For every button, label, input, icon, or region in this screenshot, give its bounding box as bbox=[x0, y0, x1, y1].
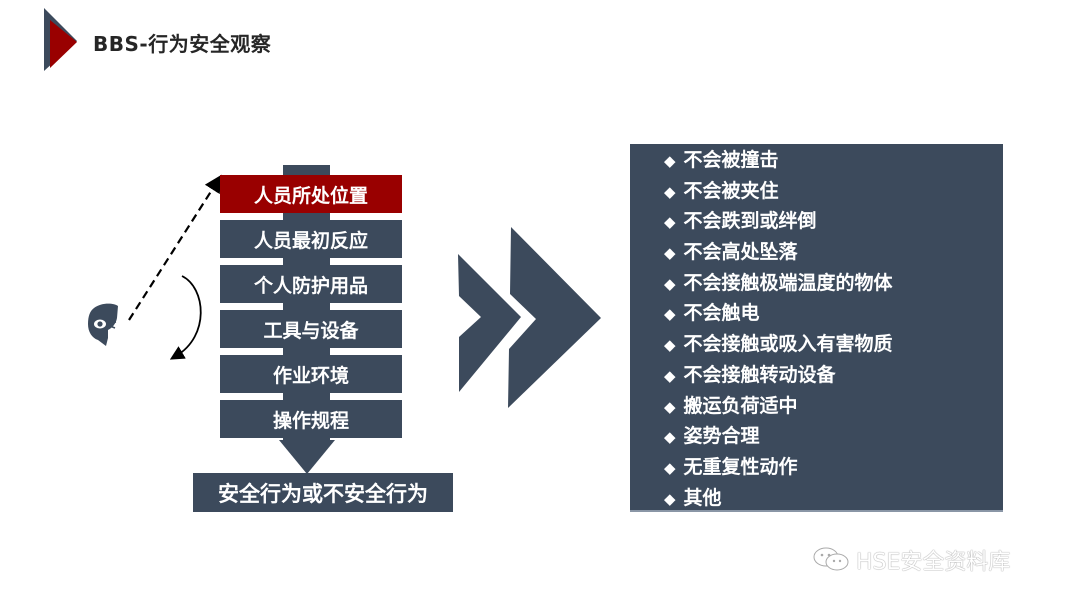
flow-step-tools: 工具与设备 bbox=[220, 310, 402, 348]
observer-eye-head-icon bbox=[88, 303, 118, 346]
checklist-item: ◆不会高处坠落 bbox=[664, 241, 798, 264]
checklist-item: ◆不会跌到或绊倒 bbox=[664, 210, 817, 233]
checklist-item: ◆不会触电 bbox=[664, 302, 760, 325]
flow-step-reaction: 人员最初反应 bbox=[220, 220, 402, 258]
double-chevron-icon bbox=[458, 227, 601, 408]
checklist-item: ◆姿势合理 bbox=[664, 425, 760, 448]
checklist-item: ◆其他 bbox=[664, 486, 722, 509]
flow-step-environment: 作业环境 bbox=[220, 355, 402, 393]
gaze-dashed-arrow bbox=[128, 174, 222, 321]
diamond-bullet-icon: ◆ bbox=[664, 244, 676, 263]
checklist-item: ◆不会接触或吸入有害物质 bbox=[664, 333, 893, 356]
diamond-bullet-icon: ◆ bbox=[664, 182, 676, 201]
watermark: HSE安全资料库 bbox=[812, 544, 1010, 576]
scan-curved-arrow bbox=[170, 275, 202, 360]
checklist-item: ◆不会接触极端温度的物体 bbox=[664, 271, 893, 294]
checklist-panel: ◆不会被撞击 ◆不会被夹住 ◆不会跌到或绊倒 ◆不会高处坠落 ◆不会接触极端温度… bbox=[630, 144, 1003, 512]
flow-down-arrow-icon bbox=[279, 440, 335, 474]
diamond-bullet-icon: ◆ bbox=[664, 489, 676, 508]
flow-step-position: 人员所处位置 bbox=[220, 175, 402, 213]
checklist-item: ◆不会被夹住 bbox=[664, 179, 779, 202]
diamond-bullet-icon: ◆ bbox=[664, 336, 676, 355]
checklist-item: ◆无重复性动作 bbox=[664, 455, 798, 478]
watermark-text: HSE安全资料库 bbox=[856, 550, 1011, 575]
flow-step-ppe: 个人防护用品 bbox=[220, 265, 402, 303]
checklist-item: ◆搬运负荷适中 bbox=[664, 394, 798, 417]
page-title: BBS-行为安全观察 bbox=[93, 32, 272, 56]
diamond-bullet-icon: ◆ bbox=[664, 458, 676, 477]
checklist-item: ◆不会被撞击 bbox=[664, 149, 779, 171]
diamond-bullet-icon: ◆ bbox=[664, 366, 676, 385]
wechat-icon bbox=[813, 547, 849, 571]
diamond-bullet-icon: ◆ bbox=[664, 152, 676, 170]
diamond-bullet-icon: ◆ bbox=[664, 428, 676, 447]
title-logo-icon bbox=[44, 8, 77, 71]
diamond-bullet-icon: ◆ bbox=[664, 397, 676, 416]
diamond-bullet-icon: ◆ bbox=[664, 305, 676, 324]
flow-result: 安全行为或不安全行为 bbox=[193, 473, 453, 512]
checklist: ◆不会被撞击 ◆不会被夹住 ◆不会跌到或绊倒 ◆不会高处坠落 ◆不会接触极端温度… bbox=[664, 145, 893, 513]
checklist-item: ◆不会接触转动设备 bbox=[664, 363, 836, 386]
diamond-bullet-icon: ◆ bbox=[664, 274, 676, 293]
diamond-bullet-icon: ◆ bbox=[664, 213, 676, 232]
flow-step-procedure: 操作规程 bbox=[220, 400, 402, 438]
